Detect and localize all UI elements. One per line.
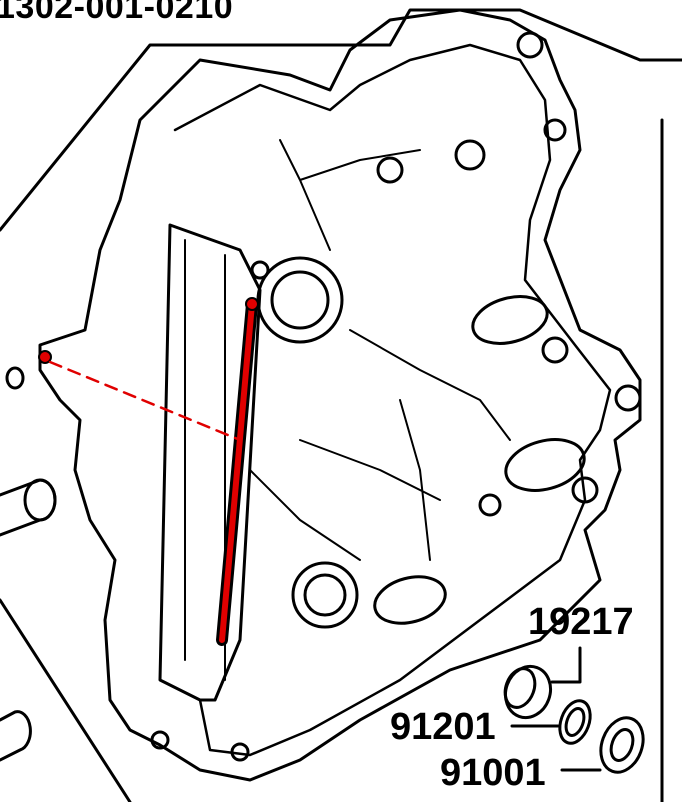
bore-large <box>256 256 344 344</box>
boss-right-1 <box>471 295 549 345</box>
oil-passage-highlight <box>38 297 259 646</box>
sleeve-bottom-left <box>0 710 32 762</box>
drilling-dashed <box>48 360 242 442</box>
dowel-pin <box>5 366 25 390</box>
bore-bottom <box>291 561 359 629</box>
crankcase-outline <box>38 8 642 782</box>
callout-91201: 91201 <box>390 706 496 748</box>
frame-border <box>0 8 682 802</box>
boss-bottom <box>373 575 447 625</box>
callout-19217: 19217 <box>528 601 634 643</box>
part-number-title: 1302-001-0210 <box>0 0 234 26</box>
leader-19217 <box>550 646 582 684</box>
callout-91001: 91001 <box>440 752 546 794</box>
boss-right-2 <box>504 438 586 492</box>
washer-91201 <box>558 699 592 745</box>
gasket-line <box>173 43 612 757</box>
vertical-rib <box>158 223 262 702</box>
bearing-91001 <box>599 716 645 774</box>
